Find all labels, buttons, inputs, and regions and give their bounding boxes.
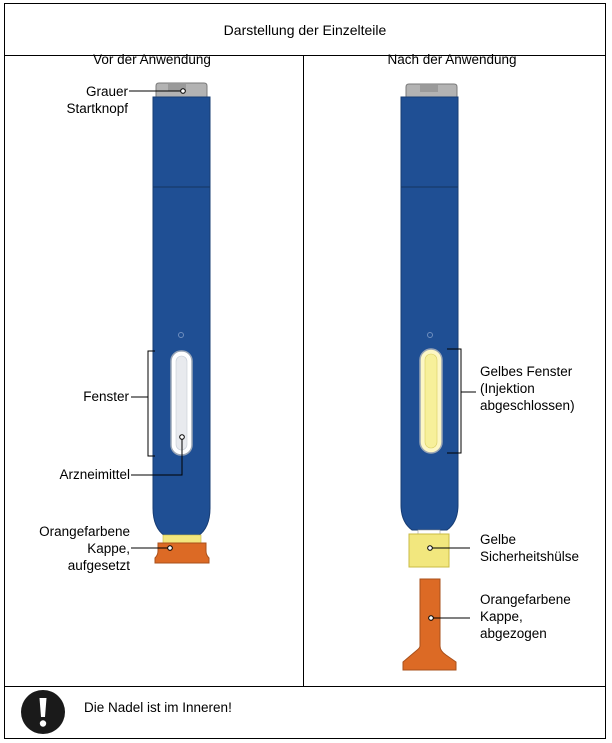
pen-dot [178,332,184,338]
pen-body-used [400,96,459,531]
button-notch-used [420,85,438,92]
diagram-title: Darstellung der Einzelteile [223,21,387,38]
header-divider [5,55,605,56]
needle-inside-note: Die Nadel ist im Inneren! [84,700,232,715]
label-orange-cap-removed: Orangefarbene Kappe, abgezogen [480,592,571,641]
label-yellow-window: Gelbes Fenster (Injektion abgeschlossen) [480,364,575,413]
orange-cap-removed [402,578,457,671]
right-callouts [430,348,476,619]
column-divider [303,55,304,686]
label-medicine: Arzneimittel [59,467,130,482]
yellow-band [162,534,202,544]
button-notch [168,84,186,91]
left-callout-dots [167,88,186,551]
heading-after-use: Nach der Anwendung [387,52,517,67]
pen-after-use [400,83,459,671]
exclamation-icon [21,690,65,734]
yellow-window-inner [424,353,438,449]
label-yellow-safety-sleeve: Gelbe Sicherheitshülse [480,532,580,564]
label-grey-start-button: Grauer Startknopf [66,84,128,116]
pen-before-use [152,82,211,564]
footer-divider [5,686,605,687]
left-callouts [129,90,183,549]
diagram-frame: Darstellung der Einzelteile [4,3,606,739]
label-orange-cap-attached: Orangefarbene Kappe, aufgesetzt [39,524,130,573]
label-window: Fenster [83,389,129,404]
orange-cap-attached [154,542,210,564]
pen-dot-used [427,332,433,338]
heading-before-use: Vor der Anwendung [93,52,211,67]
right-callout-dots [427,545,434,621]
